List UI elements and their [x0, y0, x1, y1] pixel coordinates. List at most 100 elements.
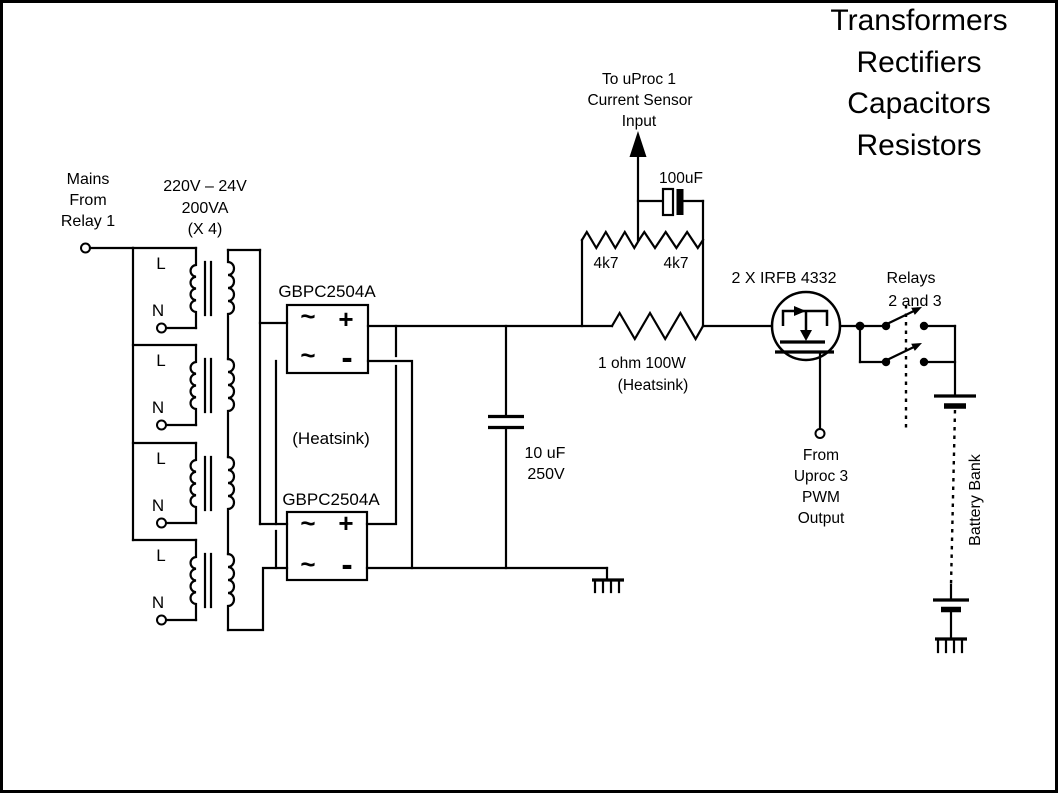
ground-symbol-battery [935, 637, 967, 654]
ground-teeth [593, 579, 621, 594]
rectifier-body [285, 303, 370, 375]
resistor-4k7-left-label: 4k7 [594, 255, 619, 272]
transformer-bank: 220V – 24V 200VA (X 4) L N L N L [131, 178, 289, 632]
transformer-4: L N [152, 538, 236, 632]
cap-voltage-label: 250V [527, 466, 565, 483]
plus-symbol: + [338, 508, 353, 538]
title-line-2: Rectifiers [856, 46, 981, 79]
live-label: L [156, 254, 165, 273]
mosfet-diode-arrow-icon [794, 306, 806, 316]
cap-value-label: 10 uF [525, 445, 566, 462]
bottom-plus-crossover-wire [365, 324, 398, 526]
plus-symbol: + [338, 304, 353, 334]
sense-dest-line-2: Current Sensor [587, 92, 692, 109]
mosfet-label: 2 X IRFB 4332 [732, 270, 837, 287]
contact-dot [919, 357, 929, 367]
pwm-label-1: From [803, 447, 839, 464]
rectifier-top: GBPC2504A ~ + ~ - [278, 282, 376, 377]
neutral-terminal [156, 322, 167, 334]
sense-cap-plate-open [661, 187, 675, 217]
shunt-label-2: (Heatsink) [618, 377, 689, 394]
battery-bank-label: Battery Bank [967, 453, 984, 546]
transformer-core [203, 357, 213, 414]
title-line-3: Capacitors [847, 87, 990, 120]
live-label: L [156, 351, 165, 370]
dc-wiring [365, 324, 774, 582]
mains-label-1: Mains [67, 171, 110, 188]
transformer-core [203, 455, 213, 512]
current-sense-network: To uProc 1 Current Sensor Input 100uF 4k… [580, 71, 705, 394]
relays-label-2: 2 and 3 [888, 293, 941, 310]
title-line-4: Resistors [856, 129, 981, 162]
arrow-down-icon [800, 330, 812, 341]
sense-cap-label: 100uF [659, 170, 703, 187]
neutral-terminal [156, 614, 167, 626]
mains-terminal [80, 242, 91, 254]
pwm-label-2: Uproc 3 [794, 468, 848, 485]
battery-bank-dashed-link [949, 409, 957, 586]
minus-symbol: - [341, 546, 352, 584]
transformer-2: L N [152, 343, 236, 459]
title-line-1: Transformers [830, 4, 1007, 37]
ac-symbol: ~ [300, 549, 315, 579]
title-block: Transformers Rectifiers Capacitors Resis… [830, 4, 1007, 162]
live-label: L [156, 449, 165, 468]
neutral-label: N [152, 398, 164, 417]
ac-symbol: ~ [300, 508, 315, 538]
transformer-spec-3: (X 4) [188, 221, 223, 238]
rectifier-part-label: GBPC2504A [282, 490, 380, 509]
mains-label-2: From [69, 192, 106, 209]
transformer-core [203, 260, 213, 317]
neutral-terminal [156, 419, 167, 431]
pwm-label-3: PWM [802, 489, 840, 506]
gate-terminal [814, 428, 826, 439]
resistor-4k7-right-label: 4k7 [664, 255, 689, 272]
shunt-resistor [610, 310, 705, 342]
rectifier-body [285, 510, 369, 582]
battery-bank: Battery Bank [933, 394, 984, 654]
switch-arrowhead-icon [911, 307, 922, 315]
primary-coil [189, 441, 198, 525]
ac-symbol: ~ [300, 301, 315, 331]
rectifier-bottom: GBPC2504A ~ + ~ - [282, 490, 380, 584]
mains-input: Mains From Relay 1 [61, 171, 135, 254]
sense-dest-line-1: To uProc 1 [602, 71, 676, 88]
primary-coil [189, 538, 198, 622]
resistor-4k7-left [580, 229, 641, 251]
primary-feed-lines [131, 246, 198, 542]
arrow-up-icon [629, 131, 647, 157]
contact-dot [881, 357, 891, 367]
transformer-3: L N [152, 441, 236, 556]
mains-label-3: Relay 1 [61, 213, 115, 230]
primary-coil [189, 343, 198, 427]
secondary-coil [226, 357, 236, 459]
transformer-1: L N [152, 246, 236, 361]
switch-arm-top [887, 308, 918, 325]
switch-arm-bottom [887, 344, 918, 361]
contact-dot [881, 321, 891, 331]
contact-dot [919, 321, 929, 331]
relay-switches: Relays 2 and 3 [838, 270, 957, 432]
neutral-label: N [152, 496, 164, 515]
filter-capacitor: 10 uF 250V [488, 324, 566, 570]
switch-arrowhead-icon [911, 343, 922, 351]
transformer-core [203, 552, 213, 609]
transformer-spec-1: 220V – 24V [163, 178, 247, 195]
rectifier-heatsink-note: (Heatsink) [292, 429, 369, 448]
ground-symbol-main [592, 578, 624, 594]
mosfet-switch: 2 X IRFB 4332 From Uproc 3 PWM Output [732, 270, 849, 527]
transformer-spec-2: 200VA [182, 200, 229, 217]
secondary-wiring [226, 248, 289, 632]
neutral-terminal [156, 517, 167, 529]
resistor-4k7-right [637, 230, 705, 250]
neutral-label: N [152, 593, 164, 612]
sense-cap-plate-solid [676, 189, 684, 215]
secondary-coil [226, 552, 236, 632]
shunt-label-1: 1 ohm 100W [598, 355, 686, 372]
pwm-label-4: Output [798, 510, 845, 527]
ground-teeth [936, 638, 964, 654]
top-minus-wire [366, 359, 414, 570]
